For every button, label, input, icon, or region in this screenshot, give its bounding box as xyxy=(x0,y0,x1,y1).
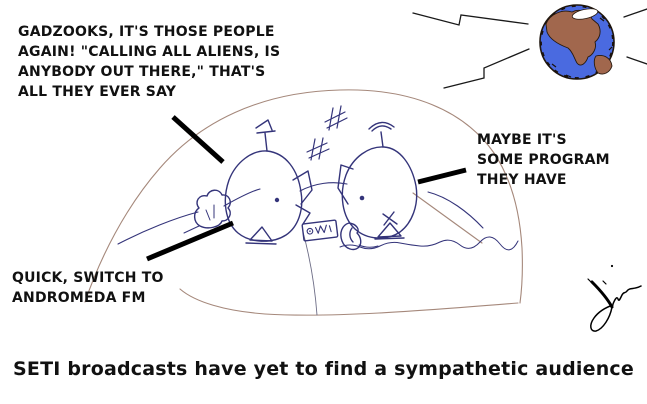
alien-left-eye xyxy=(274,197,280,203)
hill-dome xyxy=(84,89,523,316)
star-scratch-icon xyxy=(306,105,348,161)
alien-left-arm-upper xyxy=(292,170,313,205)
alien-right-antenna xyxy=(380,131,384,148)
artist-signature xyxy=(587,264,642,332)
signal-dash-lower-right xyxy=(626,56,647,65)
alien-right-arm-squiggle xyxy=(358,244,379,248)
bush-detail xyxy=(205,204,215,221)
speech-bubble-program: MAYBE IT'S SOME PROGRAM THEY HAVE xyxy=(477,132,610,188)
radio-signal-zigzag-icon xyxy=(412,8,647,89)
cartoon-caption: SETI broadcasts have yet to find a sympa… xyxy=(13,358,634,380)
alien-left-foot xyxy=(245,226,277,245)
ridge-left xyxy=(117,211,199,245)
alien-right-foot xyxy=(374,222,405,240)
speech-bubble-andromeda: QUICK, SWITCH TO ANDROMEDA FM xyxy=(12,270,164,306)
ridge-between xyxy=(299,182,348,192)
alien-right-eye xyxy=(359,195,365,201)
ridge-lines xyxy=(117,182,519,251)
radio-dial xyxy=(306,227,314,235)
globe-rough-rim xyxy=(539,4,615,80)
pointer-gadzooks xyxy=(171,115,225,164)
star-scratch-1 xyxy=(324,105,348,131)
alien-left xyxy=(224,119,313,245)
radio-dial-dot xyxy=(309,230,311,233)
signature-loop xyxy=(590,304,614,332)
handheld-radio-icon xyxy=(301,219,339,242)
signature-taper xyxy=(587,278,595,286)
alien-right-arm xyxy=(337,164,354,205)
signal-zigzag-lower-left xyxy=(443,48,530,89)
bush xyxy=(193,189,231,229)
bush-stem xyxy=(183,225,200,234)
star-scratch-2 xyxy=(306,137,330,161)
pointer-andromeda xyxy=(146,220,234,262)
globe-north-america xyxy=(545,9,601,66)
radio-case xyxy=(301,219,339,242)
alien-left-antenna xyxy=(264,132,268,152)
signature-squiggle xyxy=(612,285,642,305)
bush-outline xyxy=(193,189,231,229)
hill-baseline xyxy=(179,288,519,316)
globe-speckles xyxy=(551,17,613,78)
alien-left-arm-lower xyxy=(295,204,311,225)
signature-dot xyxy=(610,264,614,268)
earth-globe-icon xyxy=(539,4,615,80)
alien-right-body xyxy=(341,146,418,239)
signal-zigzag-upper-left xyxy=(412,12,529,26)
ridge-right xyxy=(427,191,484,229)
globe-south-america xyxy=(593,55,613,75)
alien-right-hand xyxy=(340,222,362,251)
hill-outline xyxy=(84,89,523,304)
hill-front-edge xyxy=(302,231,318,316)
alien-right xyxy=(337,121,418,251)
speech-bubble-gadzooks: GADZOOKS, IT'S THOSE PEOPLE AGAIN! "CALL… xyxy=(18,24,281,100)
radio-markings xyxy=(314,224,332,234)
ridge-mid-left xyxy=(223,188,261,207)
alien-left-body xyxy=(224,150,303,242)
dish-antenna-icon xyxy=(368,121,395,132)
alien-right-ankle-cross xyxy=(382,211,398,226)
pointer-lines xyxy=(146,115,467,262)
signature-main-stroke xyxy=(590,280,614,309)
hill-right-flank-line xyxy=(412,192,483,244)
ground-squiggle xyxy=(339,236,519,251)
signature-tick xyxy=(602,280,607,285)
globe-ice-cap xyxy=(571,8,599,20)
flag-antenna-icon xyxy=(255,119,276,134)
pointer-program xyxy=(417,167,467,185)
signal-dash-upper-right xyxy=(623,8,647,18)
